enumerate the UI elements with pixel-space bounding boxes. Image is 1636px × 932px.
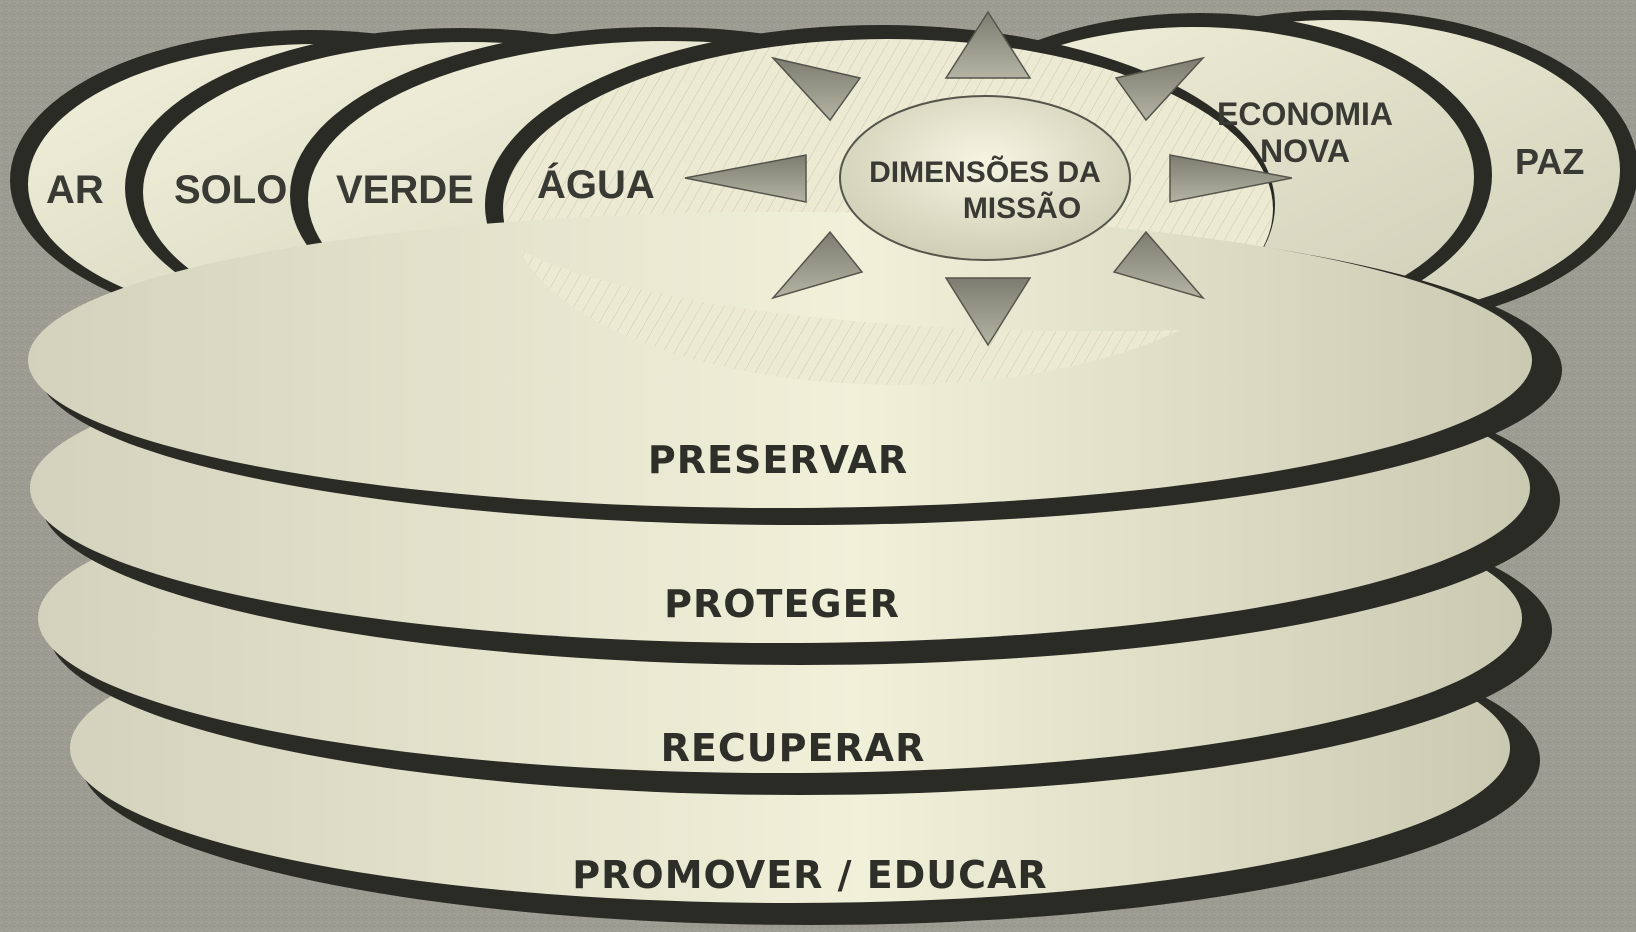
label-solo: SOLO [174, 168, 287, 212]
label-preservar: PRESERVAR [648, 438, 908, 482]
label-agua: ÁGUA [537, 162, 655, 207]
arrow-downleft-icon [770, 230, 864, 300]
label-economia-line1: ECONOMIA [1217, 96, 1393, 132]
label-ar: AR [46, 168, 104, 212]
center-label-line1: DIMENSÕES DA [869, 155, 1101, 189]
label-proteger: PROTEGER [664, 582, 900, 626]
arrow-left-icon [684, 154, 807, 203]
arrow-right-icon [1169, 154, 1293, 203]
layer-labels: PRESERVAR PROTEGER RECUPERAR PROMOVER / … [572, 438, 1047, 897]
dimension-labels: AR SOLO VERDE ÁGUA ECONOMIA NOVA PAZ [46, 96, 1584, 212]
label-recuperar: RECUPERAR [661, 726, 926, 770]
label-economia-line2: NOVA [1260, 133, 1350, 169]
arrow-up-icon [944, 10, 1032, 79]
arrow-downright-icon [1112, 230, 1206, 300]
stacked-discs [28, 212, 1562, 925]
center-oval [839, 95, 1131, 261]
label-verde: VERDE [336, 168, 474, 212]
arrow-upleft-icon [770, 56, 862, 122]
arrow-upright-icon [1114, 56, 1206, 122]
arrow-down-icon [944, 277, 1032, 347]
label-paz: PAZ [1515, 141, 1584, 182]
label-promover-educar: PROMOVER / EDUCAR [572, 853, 1047, 897]
center-label-line2: MISSÃO [963, 191, 1081, 225]
center-star: DIMENSÕES DA MISSÃO [684, 10, 1293, 347]
